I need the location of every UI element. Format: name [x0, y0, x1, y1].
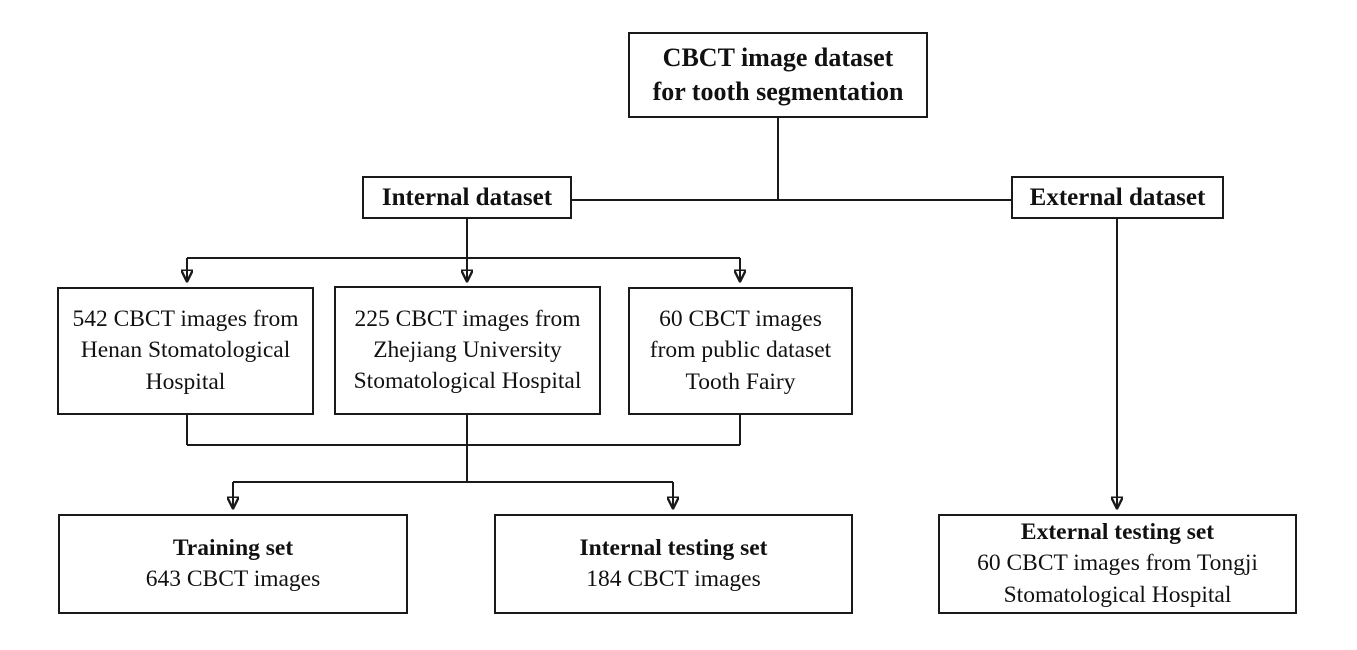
node-internal-testing-set-title: Internal testing set: [579, 534, 768, 561]
node-internal-testing-set-subtitle: 184 CBCT images: [586, 566, 761, 592]
node-external-testing-set: External testing set 60 CBCT images from…: [938, 514, 1297, 614]
node-training-set-title: Training set: [172, 534, 294, 561]
node-external-dataset-label: External dataset: [1029, 183, 1206, 211]
node-zhejiang-source-label: 225 CBCT images from Zhejiang University…: [353, 305, 582, 394]
node-henan-source: 542 CBCT images from Henan Stomatologica…: [57, 287, 314, 415]
node-zhejiang-source: 225 CBCT images from Zhejiang University…: [334, 286, 601, 415]
node-external-testing-set-subtitle: 60 CBCT images from Tongji Stomatologica…: [977, 550, 1258, 608]
node-toothfairy-source: 60 CBCT images from public dataset Tooth…: [628, 287, 853, 415]
node-root-label: CBCT image dataset for tooth segmentatio…: [652, 42, 904, 106]
node-internal-dataset: Internal dataset: [362, 176, 572, 219]
node-training-set-subtitle: 643 CBCT images: [145, 566, 321, 592]
node-training-set: Training set 643 CBCT images: [58, 514, 408, 614]
node-root: CBCT image dataset for tooth segmentatio…: [628, 32, 928, 118]
node-internal-dataset-label: Internal dataset: [381, 183, 553, 211]
node-external-testing-set-title: External testing set: [1020, 519, 1215, 546]
node-internal-testing-set: Internal testing set 184 CBCT images: [494, 514, 853, 614]
node-toothfairy-source-label: 60 CBCT images from public dataset Tooth…: [649, 306, 832, 395]
node-external-dataset: External dataset: [1011, 176, 1224, 219]
node-henan-source-label: 542 CBCT images from Henan Stomatologica…: [72, 306, 299, 395]
